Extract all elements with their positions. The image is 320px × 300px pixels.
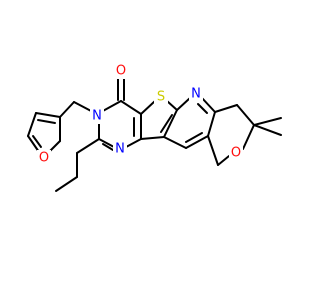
amide-nitrogen-atom: N [90, 108, 104, 124]
bond [163, 109, 178, 138]
thiophene-sulfur-atom: S [154, 89, 168, 105]
pyran-oxygen-label: O [231, 146, 241, 161]
atom-label-background [113, 141, 127, 157]
bond [236, 104, 255, 126]
bond [253, 117, 282, 126]
bond [76, 138, 100, 154]
pyridine-nitrogen-atom: N [189, 86, 203, 102]
bond [253, 124, 282, 136]
bond [35, 112, 61, 118]
imine-nitrogen-label: N [115, 142, 125, 157]
bond [140, 100, 156, 115]
bond [201, 97, 216, 113]
bond [197, 103, 208, 114]
bond [140, 136, 165, 140]
atom-label-background [189, 86, 203, 102]
bond [98, 138, 115, 148]
atom-labels: O S N N N O O [37, 63, 243, 166]
bond [125, 138, 142, 148]
carbonyl-oxygen-label: O [116, 64, 126, 79]
atom-label-background [114, 63, 128, 79]
bond [166, 100, 178, 111]
bond [55, 176, 78, 192]
imine-nitrogen-atom: N [113, 141, 127, 157]
furan-oxygen-label: O [39, 151, 49, 166]
atom-label-background [90, 108, 104, 124]
bond [100, 100, 122, 113]
bond [185, 132, 203, 143]
atom-label-background [37, 150, 51, 166]
bond [32, 135, 42, 148]
bond [207, 111, 216, 137]
thiophene-sulfur-label: S [157, 90, 165, 105]
bond [185, 135, 209, 149]
pyridine-nitrogen-label: N [191, 87, 201, 102]
bond [217, 155, 230, 166]
atom-label-background [229, 145, 243, 161]
bond [59, 101, 75, 118]
bond [160, 114, 173, 133]
bond [207, 135, 219, 166]
bond [37, 119, 56, 124]
bond [27, 135, 40, 153]
bond [73, 101, 94, 113]
bond [242, 124, 255, 150]
bond-lines [27, 78, 282, 192]
bond [102, 143, 114, 151]
atom-label-background [154, 89, 168, 105]
furan-oxygen-atom: O [37, 150, 51, 166]
bond [27, 112, 37, 137]
pyran-oxygen-atom: O [229, 145, 243, 161]
amide-nitrogen-label: N [92, 109, 102, 124]
molecule-structure: O S N N N O O [27, 63, 282, 192]
bond [176, 97, 191, 111]
bond [214, 104, 238, 113]
bond [120, 100, 142, 115]
carbonyl-oxygen-atom: O [114, 63, 128, 79]
bond [163, 136, 187, 149]
